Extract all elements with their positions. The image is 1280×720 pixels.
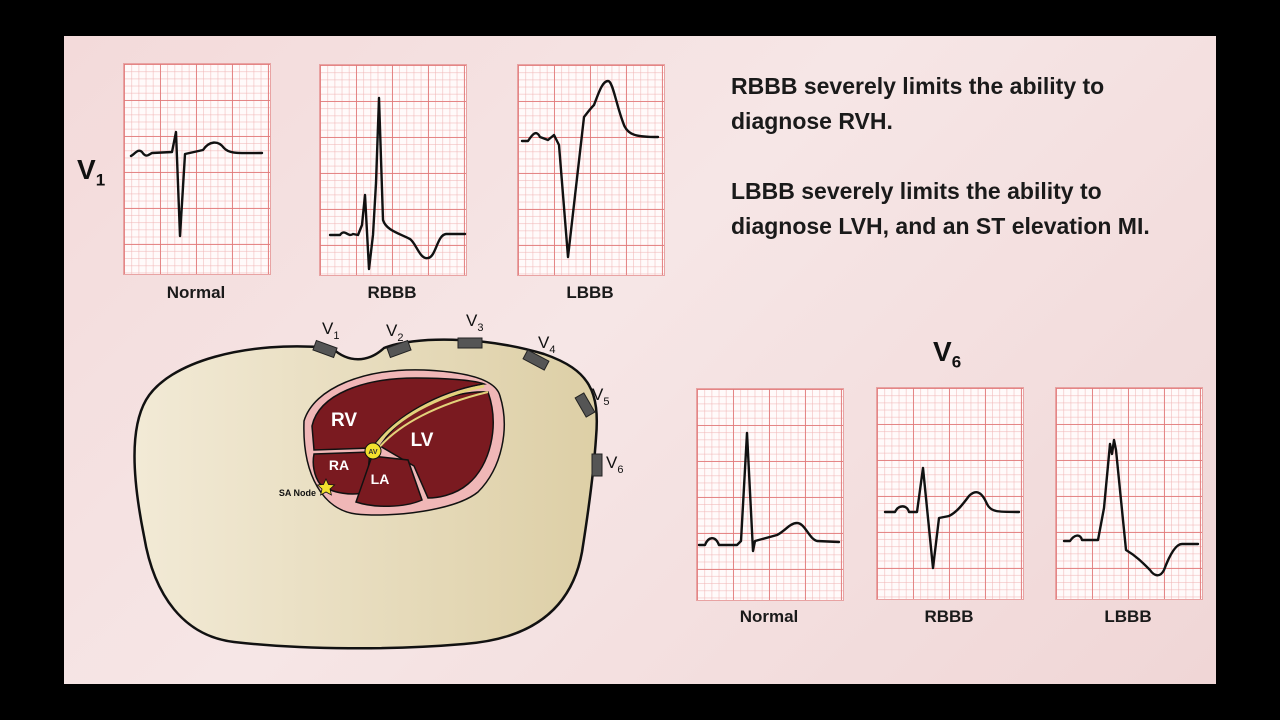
electrode-label-v2: V2 (386, 321, 403, 344)
electrode-pad-v6 (592, 454, 602, 476)
sa-node-label: SA Node (279, 488, 316, 498)
heart: AV RV LV RA LA (304, 370, 504, 515)
slide: V1 Normal RBBB LBBB RBBB severely limits… (64, 36, 1216, 684)
av-node-label: AV (368, 449, 378, 456)
chest-cross-section-diagram: V1 V2 V3 V4 V5 V6 AV RV LV RA LA SA Node (64, 36, 1216, 684)
la-label: LA (371, 471, 390, 487)
electrode-label-v6: V6 (606, 453, 623, 476)
ra-label: RA (329, 457, 349, 473)
electrode-pad-v3 (458, 338, 482, 348)
electrode-label-v1: V1 (322, 319, 339, 342)
electrode-label-v3: V3 (466, 311, 483, 334)
lv-label: LV (411, 430, 434, 451)
rv-label: RV (331, 410, 357, 431)
